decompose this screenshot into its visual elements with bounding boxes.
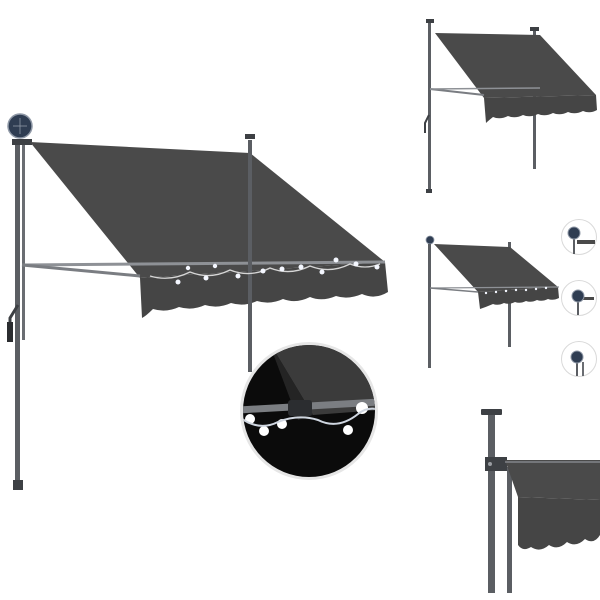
awning-icon	[424, 19, 597, 193]
main-awning-image	[7, 113, 388, 490]
solar-panel-icon	[567, 226, 595, 254]
left-pole-inner	[22, 140, 25, 340]
solar-panel-view-3	[561, 341, 597, 377]
awning-valance	[140, 262, 388, 318]
mounting-bracket-icon	[481, 409, 600, 593]
support-arm	[21, 263, 141, 278]
awning-view-plain	[424, 19, 597, 193]
awning-with-led-lights-icon	[425, 235, 560, 368]
left-pole-foot	[13, 480, 23, 490]
awning-with-led-lights-icon	[7, 113, 388, 490]
bracket-detail	[481, 409, 600, 593]
led-detail-closeup	[240, 342, 378, 480]
solar-panel-view-1	[561, 219, 597, 255]
led-string-lights	[149, 257, 381, 285]
awning-fabric	[30, 142, 385, 278]
front-rail	[21, 260, 386, 267]
solar-panel-view-2	[561, 280, 597, 316]
right-pole	[248, 140, 252, 372]
led-light-closeup-icon	[243, 345, 375, 477]
solar-panel-icon	[570, 350, 584, 376]
left-pole	[15, 140, 20, 488]
solar-panel-icon	[571, 289, 594, 315]
top-bracket	[12, 139, 32, 145]
awning-view-leds	[425, 235, 560, 368]
crank-grip	[7, 322, 13, 342]
